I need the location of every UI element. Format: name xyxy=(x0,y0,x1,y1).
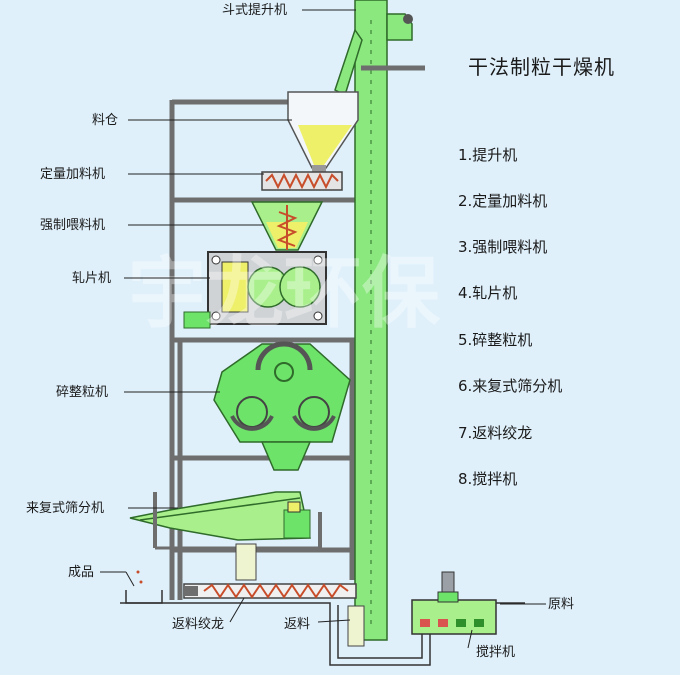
legend-item: 8.搅拌机 xyxy=(458,470,517,488)
label-crusher: 碎整粒机 xyxy=(56,385,108,400)
legend-item: 7.返料绞龙 xyxy=(458,424,532,442)
roller-press xyxy=(183,251,327,329)
legend-item: 4.轧片机 xyxy=(458,284,517,302)
leader-lines xyxy=(100,9,546,649)
legend: 1.提升机 2.定量加料机 3.强制喂料机 4.轧片机 5.碎整粒机 6.来复式… xyxy=(458,146,562,488)
vibrating-screen xyxy=(129,491,322,581)
force-feeder xyxy=(250,201,324,251)
label-return-material: 返料 xyxy=(284,617,310,632)
legend-item: 6.来复式筛分机 xyxy=(458,377,562,395)
product-bin xyxy=(125,570,163,604)
bucket-elevator xyxy=(334,0,425,641)
label-dosing-feeder: 定量加料机 xyxy=(40,167,105,182)
silo xyxy=(287,91,359,173)
diagram-title: 干法制粒干燥机 xyxy=(468,55,615,79)
legend-item: 2.定量加料机 xyxy=(458,192,547,210)
legend-item: 1.提升机 xyxy=(458,146,517,164)
label-roller-press: 轧片机 xyxy=(72,271,111,286)
label-return-screw: 返料绞龙 xyxy=(172,616,224,632)
label-raw-material: 原料 xyxy=(548,597,574,612)
return-screw-conveyor xyxy=(183,583,357,599)
dosing-feeder xyxy=(261,171,343,191)
crusher xyxy=(213,341,351,471)
legend-item: 3.强制喂料机 xyxy=(458,238,547,256)
label-mixer: 搅拌机 xyxy=(476,644,515,660)
label-product: 成品 xyxy=(68,565,94,580)
watermark: 宇龙环保 xyxy=(128,249,441,339)
label-bucket-elevator: 斗式提升机 xyxy=(222,2,287,18)
mixer xyxy=(411,571,497,635)
label-silo: 料仓 xyxy=(92,113,118,128)
component-labels: 斗式提升机 料仓 定量加料机 强制喂料机 轧片机 碎整粒机 来复式筛分机 成品 … xyxy=(26,2,574,660)
label-force-feeder: 强制喂料机 xyxy=(40,218,105,233)
legend-item: 5.碎整粒机 xyxy=(458,331,532,349)
label-vibrating-screen: 来复式筛分机 xyxy=(26,501,104,516)
